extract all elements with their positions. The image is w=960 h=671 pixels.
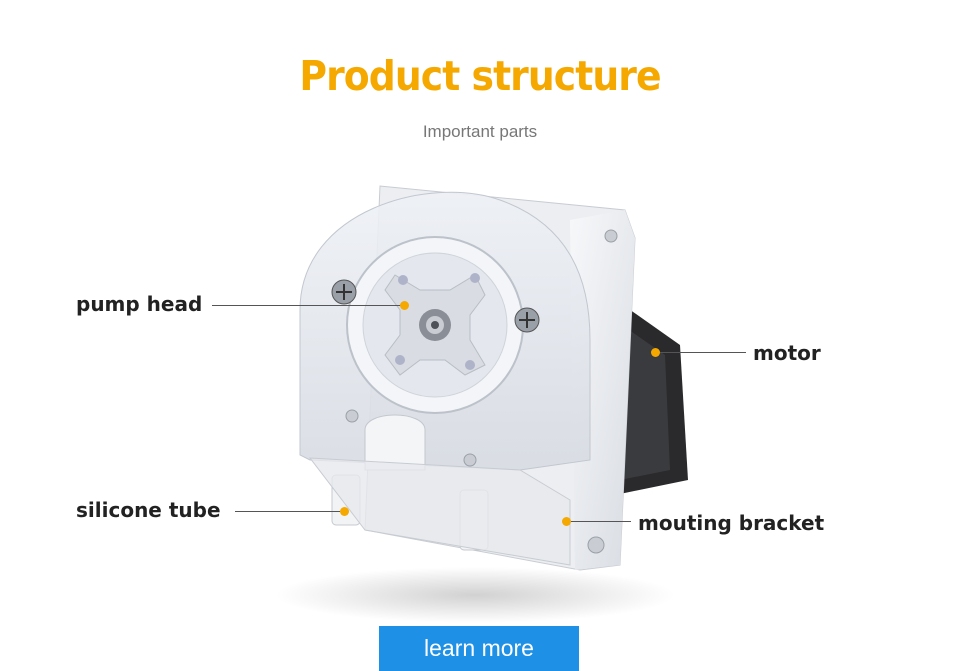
callout-line [235, 511, 340, 512]
learn-more-button[interactable]: learn more [379, 626, 579, 671]
callout-dot [340, 507, 349, 516]
callout-line [571, 521, 631, 522]
callout-pump-head: pump head [76, 292, 203, 316]
page-title: Product structure [299, 52, 661, 100]
callout-line [660, 352, 746, 353]
callout-motor: motor [753, 341, 821, 365]
peristaltic-pump-image [275, 185, 688, 623]
callout-mounting-bracket: mouting bracket [638, 511, 825, 535]
callout-dot [651, 348, 660, 357]
callout-line [212, 305, 402, 306]
callout-dot [400, 301, 409, 310]
callout-dot [562, 517, 571, 526]
callout-silicone-tube: silicone tube [76, 498, 221, 522]
page-subtitle: Important parts [422, 122, 538, 141]
